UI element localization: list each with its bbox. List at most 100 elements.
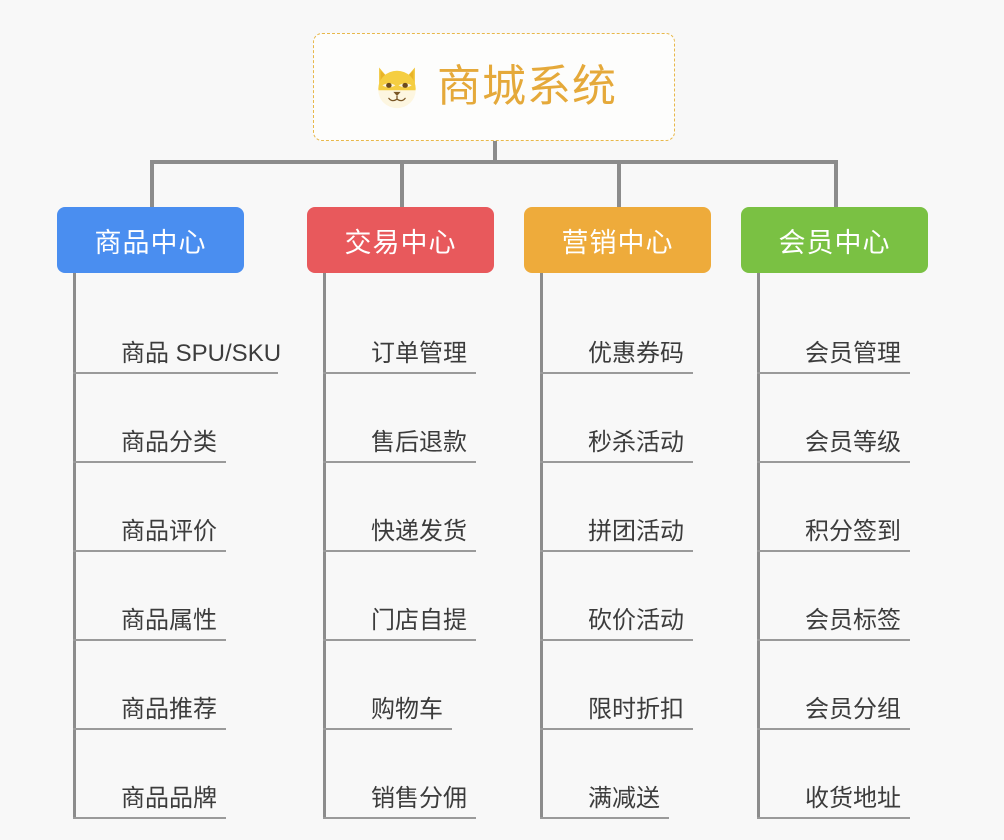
category-column-2: 交易中心 订单管理 售后退款 快递发货 门店自提 购物车 [307,207,527,819]
leaf-item[interactable]: 会员标签 [757,552,961,641]
leaf-rule [323,728,452,730]
leaf-rule [323,550,476,552]
category-header-4[interactable]: 会员中心 [741,207,928,273]
leaf-item[interactable]: 秒杀活动 [540,374,744,463]
category-column-4: 会员中心 会员管理 会员等级 积分签到 会员标签 会员分组 [741,207,961,819]
leaf-label: 商品 SPU/SKU [121,339,282,367]
leaf-item[interactable]: 商品分类 [73,374,277,463]
leaf-rule [757,728,910,730]
leaf-rule [757,372,910,374]
leaf-label: 快递发货 [371,517,467,545]
leaf-label: 拼团活动 [588,517,684,545]
leaf-rule [540,639,693,641]
connector-root-stem [493,141,497,163]
leaf-item[interactable]: 拼团活动 [540,463,744,552]
category-header-1[interactable]: 商品中心 [57,207,244,273]
leaf-rule [323,372,476,374]
leaf-item[interactable]: 商品评价 [73,463,277,552]
leaf-item[interactable]: 商品品牌 [73,730,277,819]
leaf-rule [540,728,693,730]
leaf-rule [323,817,476,819]
leaf-rule [73,550,226,552]
leaf-item[interactable]: 满减送 [540,730,744,819]
leaf-label: 商品分类 [121,428,217,456]
column-spine [323,273,326,819]
leaf-list-3: 优惠券码 秒杀活动 拼团活动 砍价活动 限时折扣 满减送 [524,273,744,819]
leaf-label: 积分签到 [805,517,901,545]
leaf-label: 收货地址 [805,784,901,812]
leaf-item[interactable]: 会员管理 [757,285,961,374]
leaf-label: 限时折扣 [588,695,684,723]
leaf-rule [323,639,476,641]
category-header-2[interactable]: 交易中心 [307,207,494,273]
leaf-rule [757,461,910,463]
connector-drop-4 [834,160,838,208]
leaf-label: 会员等级 [805,428,901,456]
leaf-list-2: 订单管理 售后退款 快递发货 门店自提 购物车 销售分佣 [307,273,527,819]
leaf-rule [540,461,693,463]
leaf-label: 订单管理 [371,339,467,367]
leaf-label: 商品推荐 [121,695,217,723]
leaf-item[interactable]: 商品 SPU/SKU [73,285,281,374]
category-columns: 商品中心 商品 SPU/SKU 商品分类 商品评价 商品属性 商品推荐 [0,207,1004,840]
leaf-list-4: 会员管理 会员等级 积分签到 会员标签 会员分组 收货地址 [741,273,961,819]
leaf-item[interactable]: 积分签到 [757,463,961,552]
leaf-rule [540,372,693,374]
leaf-label: 满减送 [588,784,660,812]
category-header-label: 交易中心 [344,227,457,258]
connector-horizontal-bus [150,160,838,164]
leaf-label: 商品评价 [121,517,217,545]
leaf-list-1: 商品 SPU/SKU 商品分类 商品评价 商品属性 商品推荐 商品品牌 [57,273,281,819]
leaf-rule [757,550,910,552]
leaf-item[interactable]: 收货地址 [757,730,961,819]
leaf-rule [757,817,910,819]
leaf-rule [323,461,476,463]
leaf-rule [73,728,226,730]
leaf-item[interactable]: 快递发货 [323,463,527,552]
leaf-item[interactable]: 限时折扣 [540,641,744,730]
column-spine [757,273,760,819]
leaf-label: 会员管理 [805,339,901,367]
leaf-label: 销售分佣 [371,784,467,812]
leaf-label: 会员标签 [805,606,901,634]
category-header-3[interactable]: 营销中心 [524,207,711,273]
leaf-item[interactable]: 砍价活动 [540,552,744,641]
leaf-item[interactable]: 门店自提 [323,552,527,641]
leaf-rule [73,461,226,463]
leaf-item[interactable]: 会员分组 [757,641,961,730]
leaf-label: 优惠券码 [588,339,684,367]
leaf-rule [540,817,669,819]
category-column-1: 商品中心 商品 SPU/SKU 商品分类 商品评价 商品属性 商品推荐 [57,207,281,819]
leaf-label: 商品品牌 [121,784,217,812]
leaf-label: 购物车 [371,695,443,723]
connector-drop-2 [400,160,404,208]
connector-drop-1 [150,160,154,208]
category-header-label: 商品中心 [94,227,207,258]
root-title: 商城系统 [437,62,617,111]
leaf-item[interactable]: 订单管理 [323,285,527,374]
leaf-label: 售后退款 [371,428,467,456]
leaf-item[interactable]: 购物车 [323,641,527,730]
leaf-item[interactable]: 售后退款 [323,374,527,463]
leaf-label: 会员分组 [805,695,901,723]
category-column-3: 营销中心 优惠券码 秒杀活动 拼团活动 砍价活动 限时折扣 [524,207,744,819]
leaf-rule [73,817,226,819]
leaf-label: 门店自提 [371,606,467,634]
leaf-label: 砍价活动 [588,606,684,634]
leaf-item[interactable]: 会员等级 [757,374,961,463]
column-spine [73,273,76,819]
leaf-rule [540,550,693,552]
connector-drop-3 [617,160,621,208]
leaf-item[interactable]: 商品推荐 [73,641,277,730]
leaf-item[interactable]: 商品属性 [73,552,277,641]
leaf-label: 秒杀活动 [588,428,684,456]
shiba-dog-icon [378,67,416,109]
leaf-item[interactable]: 销售分佣 [323,730,527,819]
column-spine [540,273,543,819]
category-header-label: 营销中心 [561,227,674,258]
leaf-rule [73,639,226,641]
category-header-label: 会员中心 [778,227,891,258]
root-node[interactable]: 商城系统 [313,33,675,141]
leaf-rule [73,372,278,374]
leaf-item[interactable]: 优惠券码 [540,285,744,374]
